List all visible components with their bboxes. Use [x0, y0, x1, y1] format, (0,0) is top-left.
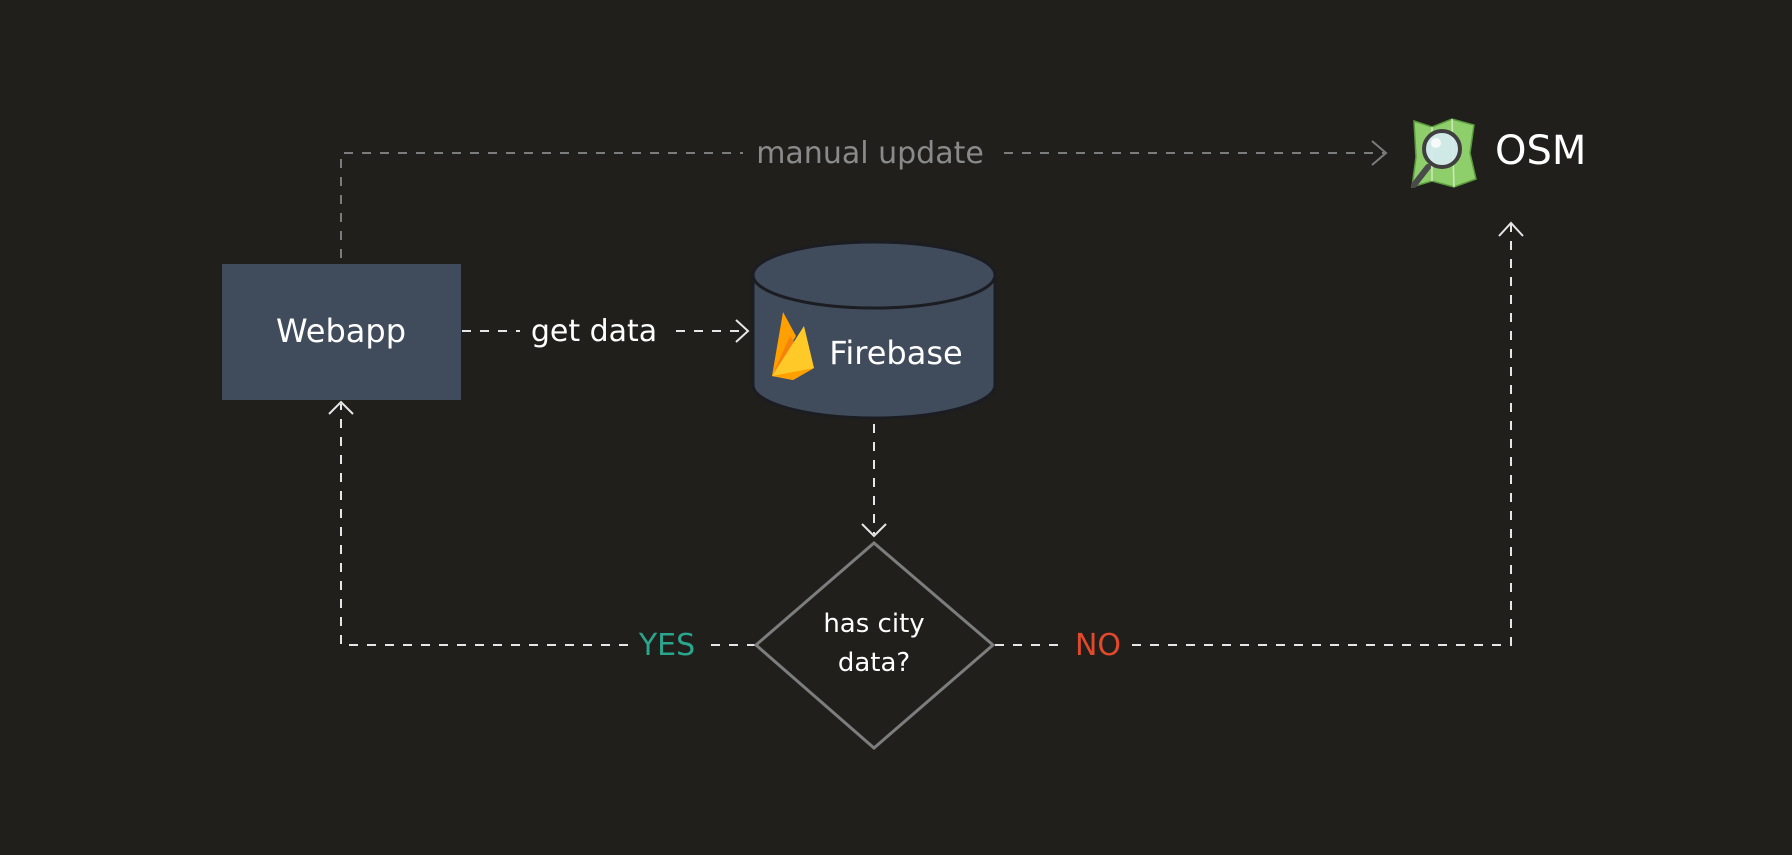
edge-firebase-to-decision — [861, 424, 887, 538]
edge-no-arrowhead — [1498, 221, 1524, 237]
edge-no-label: NO — [1075, 628, 1121, 663]
node-decision[interactable]: has city data? — [753, 541, 996, 750]
node-decision-label-line2: data? — [838, 648, 910, 678]
edge-manual-update-arrowhead — [1371, 140, 1388, 166]
edge-yes: YES — [328, 400, 756, 663]
edge-manual-update-line — [340, 152, 743, 258]
node-decision-label-line1: has city — [823, 609, 924, 639]
edge-manual-update-label: manual update — [756, 136, 984, 171]
node-osm-label: OSM — [1495, 128, 1586, 174]
edge-manual-update: manual update — [340, 136, 1388, 258]
firebase-flame-icon — [772, 312, 814, 380]
node-decision-diamond — [753, 541, 996, 750]
node-firebase-cylinder-body — [751, 273, 997, 420]
edge-get-data: get data — [462, 314, 750, 349]
edge-yes-line-left — [340, 404, 628, 646]
edge-no: NO — [995, 221, 1524, 663]
node-webapp[interactable]: Webapp — [222, 264, 461, 400]
node-firebase[interactable]: Firebase — [751, 240, 997, 420]
edge-yes-arrowhead — [328, 400, 354, 415]
edge-firebase-to-decision-arrowhead — [861, 523, 887, 538]
osm-magnifier-map-icon — [1411, 118, 1477, 189]
node-webapp-label: Webapp — [276, 312, 406, 350]
node-firebase-cylinder-top — [751, 240, 997, 310]
edge-yes-label: YES — [638, 628, 695, 663]
edge-get-data-arrowhead — [735, 319, 750, 343]
edge-get-data-label: get data — [531, 314, 657, 349]
edge-no-line-right — [1132, 224, 1512, 646]
node-osm[interactable]: OSM — [1411, 118, 1586, 189]
node-webapp-box — [222, 264, 461, 400]
node-firebase-label: Firebase — [829, 334, 962, 372]
